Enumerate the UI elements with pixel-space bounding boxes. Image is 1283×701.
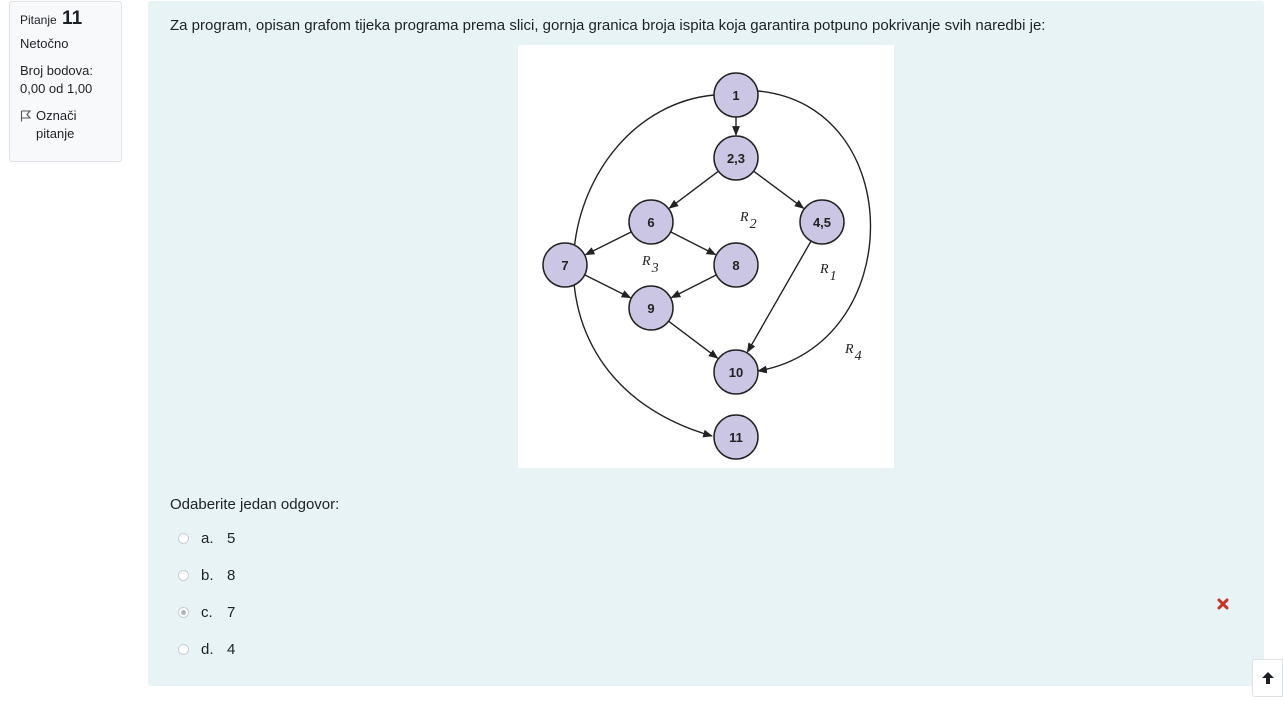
graph-node-label: 10 — [729, 365, 743, 380]
arrow-up-icon — [1261, 672, 1274, 684]
graph-node: 2,3 — [713, 135, 759, 181]
question-grade: Broj bodova: 0,00 od 1,00 — [20, 62, 111, 98]
answer-option-d[interactable]: d. 4 — [178, 631, 1238, 668]
graph-region-label: R2 — [739, 210, 757, 232]
graph-node: 8 — [713, 242, 759, 288]
flag-outline-icon — [20, 110, 32, 122]
graph-node: 10 — [713, 349, 759, 395]
graph-edge — [753, 170, 805, 209]
graph-edge — [670, 231, 717, 256]
graph-node: 9 — [628, 285, 674, 331]
graph-region-label: R3 — [641, 254, 659, 276]
graph-node-label: 8 — [732, 258, 739, 273]
graph-node-label: 11 — [729, 430, 743, 445]
answer-letter: d. — [201, 641, 214, 658]
back-to-top-button[interactable] — [1252, 659, 1283, 697]
graph-region-label: R1 — [819, 262, 837, 284]
graph-node: 6 — [628, 199, 674, 245]
question-text: Za program, opisan grafom tijeka program… — [170, 17, 1046, 34]
graph-edge — [670, 274, 717, 299]
answer-option-a[interactable]: a. 5 — [178, 520, 1238, 557]
graph-edge — [584, 274, 632, 299]
answer-radio-c[interactable] — [178, 607, 189, 618]
graph-edge — [668, 170, 719, 209]
graph-region-label: R4 — [844, 342, 862, 364]
answer-radio-b[interactable] — [178, 570, 189, 581]
answer-letter: a. — [201, 530, 214, 547]
graph-edge — [668, 320, 719, 359]
question-label: Pitanje — [20, 13, 57, 27]
answer-radio-a[interactable] — [178, 533, 189, 544]
graph-edge-curve — [757, 90, 872, 374]
answer-prompt: Odaberite jedan odgovor: — [170, 496, 340, 513]
answer-option-c[interactable]: c. 7 — [178, 594, 1238, 631]
answer-value: 7 — [227, 604, 236, 621]
graph-node-label: 7 — [561, 258, 568, 273]
answer-list: a. 5 b. 8 c. 7 d. 4 — [178, 520, 1238, 668]
question-state: Netočno — [20, 36, 69, 51]
graph-node-label: 1 — [732, 88, 739, 103]
cross-icon — [1217, 598, 1229, 610]
question-content: Za program, opisan grafom tijeka program… — [148, 1, 1264, 686]
answer-letter: c. — [201, 604, 213, 621]
answer-value: 4 — [227, 641, 236, 658]
flag-question-link[interactable]: Označi pitanje — [20, 107, 111, 143]
grade-value: 0,00 od 1,00 — [20, 81, 93, 96]
question-info: Pitanje 11 Netočno Broj bodova: 0,00 od … — [9, 1, 122, 162]
answer-value: 8 — [227, 567, 236, 584]
graph-node-label: 6 — [647, 215, 654, 230]
grade-label: Broj bodova: — [20, 63, 93, 78]
graph-node-label: 2,3 — [727, 151, 745, 166]
answer-radio-d[interactable] — [178, 644, 189, 655]
graph-node: 4,5 — [799, 199, 845, 245]
answer-value: 5 — [227, 530, 236, 547]
graph-node-label: 9 — [647, 301, 654, 316]
graph-node: 7 — [542, 242, 588, 288]
answer-option-b[interactable]: b. 8 — [178, 557, 1238, 594]
graph-edge — [746, 240, 812, 353]
graph-node: 1 — [713, 72, 759, 118]
question-number: Pitanje 11 — [20, 8, 111, 29]
question-number-value: 11 — [62, 8, 83, 29]
graph-node: 11 — [713, 414, 759, 460]
answer-letter: b. — [201, 567, 214, 584]
graph-edge — [584, 231, 632, 256]
flag-label: Označi pitanje — [36, 108, 77, 141]
graph-node-label: 4,5 — [813, 215, 831, 230]
